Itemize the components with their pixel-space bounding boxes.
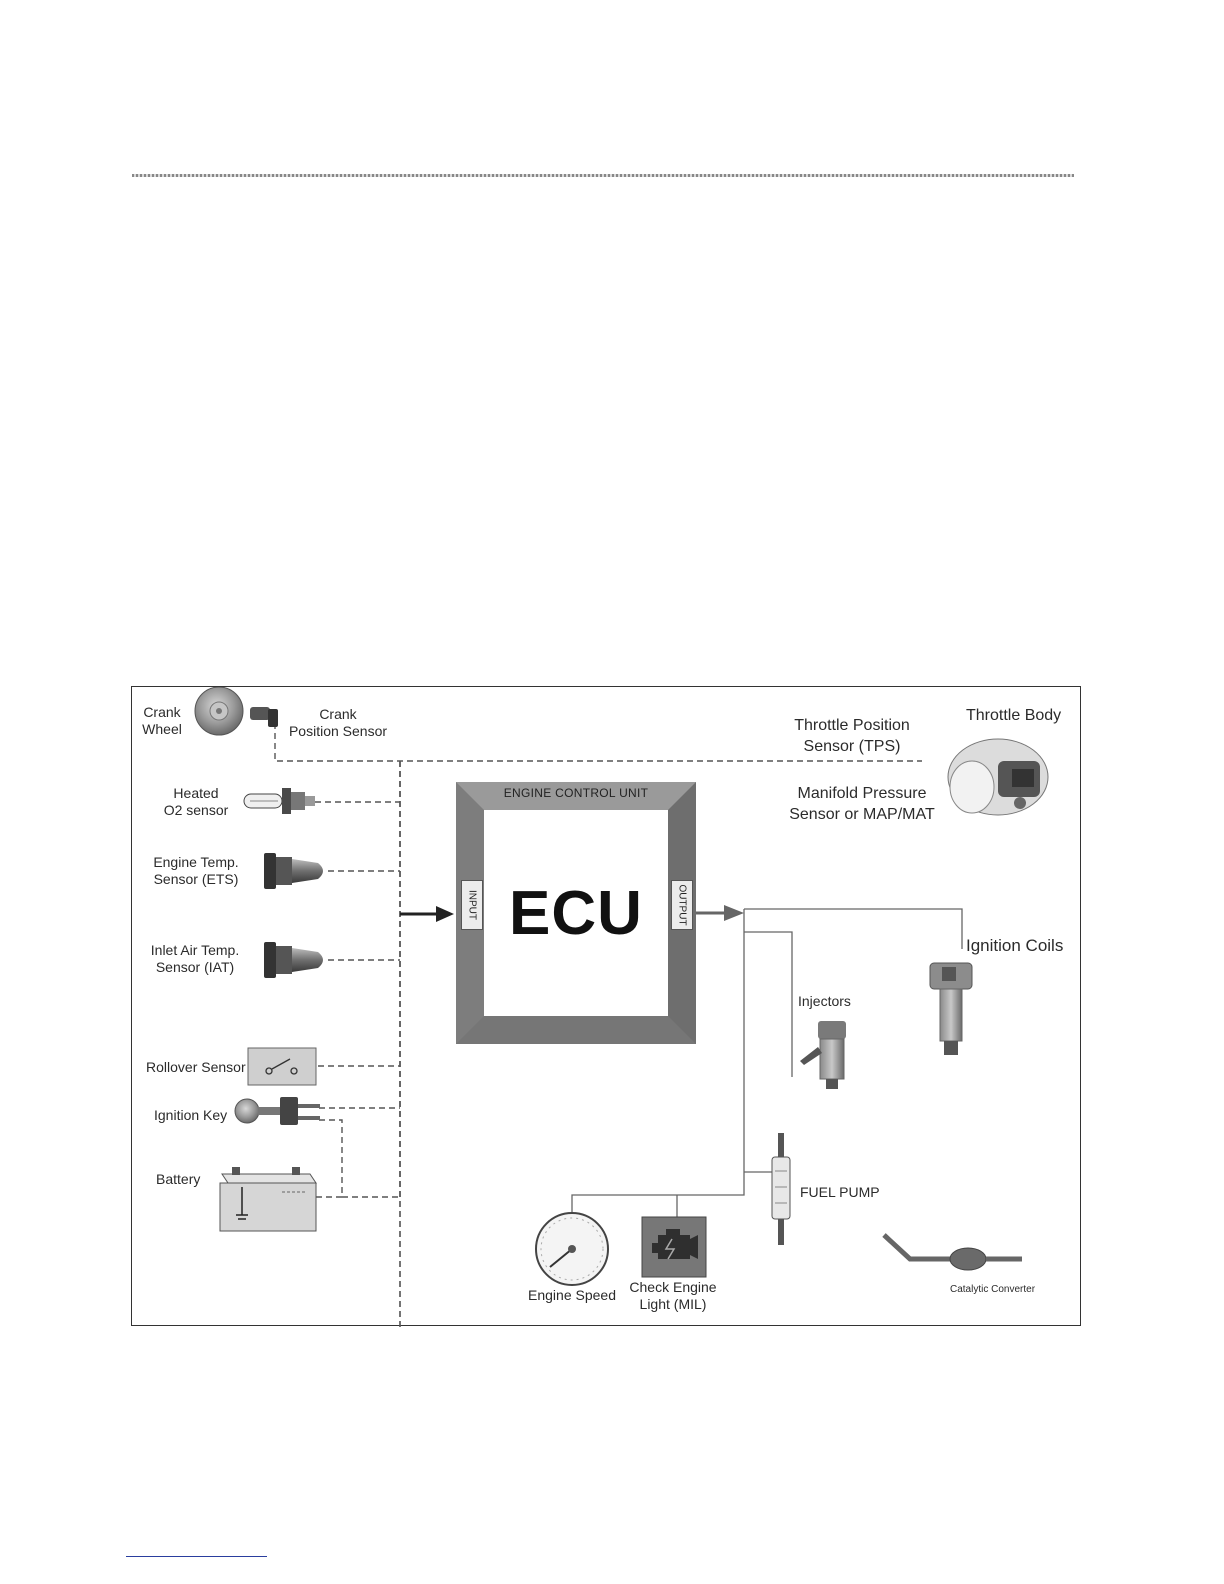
check-engine-label: Check Engine Light (MIL) — [629, 1279, 717, 1312]
ecu-input-port: INPUT — [461, 880, 483, 930]
check-engine-icon — [641, 1216, 707, 1278]
engine-speed-label: Engine Speed — [528, 1287, 616, 1303]
ignition-key-label: Ignition Key — [154, 1107, 228, 1123]
inlet-air-temp-label: Inlet Air Temp. Sensor (IAT) — [150, 942, 240, 975]
rollover-label: Rollover Sensor — [146, 1059, 246, 1075]
engine-temp-label: Engine Temp. Sensor (ETS) — [153, 854, 239, 887]
crank-wheel-label: Crank Wheel — [142, 704, 182, 737]
ets-sensor-icon — [264, 853, 323, 889]
o2-sensor-icon — [243, 788, 315, 814]
ignition-coil-icon — [929, 962, 973, 1055]
output-arrow — [696, 905, 744, 921]
map-sensor-label: Manifold Pressure Sensor or MAP/MAT — [789, 785, 935, 823]
rollover-sensor-icon — [247, 1047, 317, 1086]
crank-wheel-icon — [194, 687, 244, 736]
fuel-pump-label: FUEL PUMP — [800, 1184, 880, 1200]
ecu-diagram: Crank Wheel Crank Position Sensor Heated… — [131, 686, 1081, 1327]
injectors-label: Injectors — [798, 993, 851, 1009]
header-rule — [132, 174, 1074, 177]
throttle-body-label: Throttle Body — [966, 707, 1062, 724]
footer-rule — [126, 1556, 267, 1557]
tps-label: Throttle Position Sensor (TPS) — [794, 717, 910, 755]
catalytic-converter-icon — [882, 1233, 1022, 1271]
ignition-key-icon — [234, 1097, 320, 1125]
injector-icon — [800, 1021, 846, 1089]
engine-speed-gauge-icon — [535, 1212, 609, 1286]
ecu-caption: ENGINE CONTROL UNIT — [503, 786, 649, 800]
heated-o2-label: Heated O2 sensor — [163, 785, 229, 818]
battery-icon — [219, 1167, 317, 1232]
diagram-drawing — [194, 687, 1049, 1327]
ecu-output-port: OUTPUT — [671, 880, 693, 930]
crank-position-sensor-label: Crank Position Sensor — [288, 706, 388, 739]
fuel-pump-icon — [771, 1133, 791, 1245]
input-arrow — [400, 906, 454, 922]
ecu-block: ENGINE CONTROL UNIT ECU — [456, 782, 696, 1044]
ecu-title: ECU — [509, 878, 643, 948]
crank-sensor-icon — [250, 707, 278, 727]
catalytic-converter-label: Catalytic Converter — [950, 1284, 1036, 1295]
battery-label: Battery — [156, 1171, 201, 1187]
ignition-coils-label: Ignition Coils — [966, 936, 1064, 955]
iat-sensor-icon — [264, 942, 323, 978]
throttle-body-icon — [947, 738, 1049, 816]
